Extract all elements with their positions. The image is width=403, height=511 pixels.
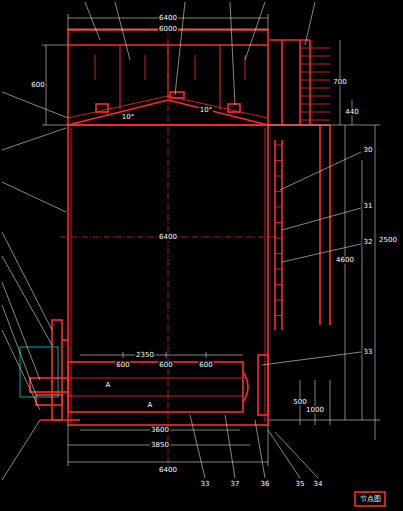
dimension-label: 1000 (305, 407, 325, 414)
dimension-label: 10° (121, 114, 135, 121)
dimension-label: 3600 (150, 427, 170, 434)
dimension-label: 6400 (158, 234, 178, 241)
callout-number: 31 (363, 203, 374, 210)
callout-number: 34 (313, 481, 324, 488)
dimension-label: 2500 (378, 237, 398, 244)
dimension-label: 500 (292, 399, 307, 406)
dimension-label: 6400 (158, 15, 178, 22)
dimension-label: 3850 (150, 442, 170, 449)
callout-number: 35 (295, 481, 306, 488)
callout-number: 33 (363, 349, 374, 356)
dimension-label: 700 (332, 79, 347, 86)
dimension-label: 10° (199, 107, 213, 114)
callout-number: 30 (363, 147, 374, 154)
callout-number: 36 (260, 481, 271, 488)
callout-number: 32 (363, 239, 374, 246)
dimension-label: 6000 (158, 26, 178, 33)
dimension-label: A (147, 402, 154, 409)
dimension-label: 600 (30, 82, 45, 89)
dimension-label: 600 (198, 362, 213, 369)
dimension-label: 节点图 (359, 496, 382, 503)
dimension-label: A (105, 382, 112, 389)
dimension-label: 600 (115, 362, 130, 369)
callout-number: 33 (200, 481, 211, 488)
dimension-label: 600 (158, 362, 173, 369)
callout-number: 37 (230, 481, 241, 488)
dimension-label: 2350 (135, 352, 155, 359)
dimension-label: 6400 (158, 467, 178, 474)
dimension-label: 440 (344, 109, 359, 116)
dimension-label: 4600 (335, 257, 355, 264)
